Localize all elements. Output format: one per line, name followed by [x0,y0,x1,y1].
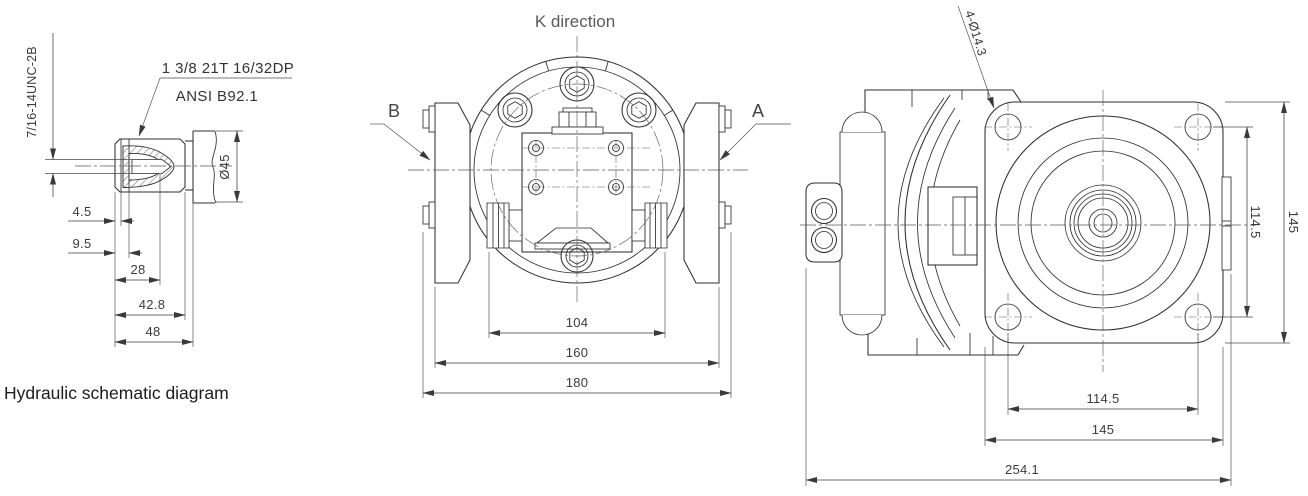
port-hole [810,226,838,254]
thread-spec-label: 7/16-14UNC-2B [25,46,39,138]
top-fitting [551,126,604,135]
break-line [211,130,217,204]
tapped-hole [131,159,172,174]
shaft-body-outline [114,138,186,193]
dim-bolt-spacing-vertical: 114.5 [1248,205,1263,238]
dim-step: 4.5 [73,204,92,219]
clamp-column [839,131,886,316]
spline-spec-label: 1 3/8 21T 16/32DP [162,60,294,77]
dim-relief: 9.5 [73,236,92,251]
dim-bolt-spacing-horizontal: 114.5 [1086,391,1119,406]
front-view: K direction B A 104 160 180 [370,12,791,398]
view-b-label: B [388,101,400,121]
ansi-standard-label: ANSI B92.1 [176,88,258,105]
dim-flange-width: 145 [1092,422,1115,437]
side-port-flange [927,186,978,266]
port-block [805,182,843,263]
flange-bolt-holes [984,103,1222,341]
bracket-right [683,102,720,284]
k-direction-label: K direction [535,12,615,31]
dim-overall-width: 180 [566,375,589,390]
bolt-stub [428,105,436,133]
dim-flange-height: 145 [1286,211,1301,234]
edge-tab [1221,176,1232,271]
shaft-diameter-label: Ø45 [217,154,232,179]
dim-overall-length-side: 254.1 [1005,462,1039,477]
dim-spline-length: 28 [130,262,145,277]
side-view: 4-Ø14.3 114.5 145 114.5 145 254.1 [800,5,1301,486]
drawing-caption: Hydraulic schematic diagram [4,383,229,403]
mount-holes-label: 4-Ø14.3 [962,9,989,58]
dim-shaft-length: 42.8 [139,297,166,312]
dim-bracket-width: 160 [566,345,589,360]
shaft-view: 7/16-14UNC-2B 1 3/8 21T 16/32DP ANSI B92… [4,33,294,403]
bracket-left [434,102,471,284]
port-hole [810,197,838,225]
bell-housing-arc [904,94,951,351]
dim-port-face-width: 104 [566,315,589,330]
dim-overall-length: 48 [145,324,160,339]
view-a-label: A [752,101,764,121]
